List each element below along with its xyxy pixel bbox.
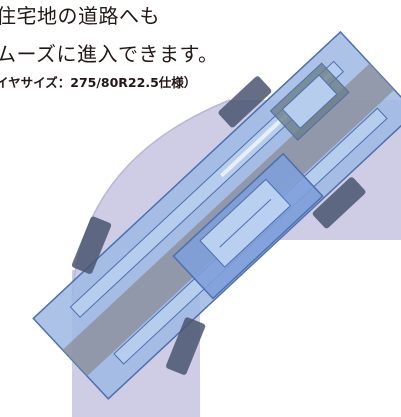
tire-rear-left bbox=[218, 76, 272, 128]
tire-size-note: イヤサイズ：275/80R22.5仕様） bbox=[0, 75, 197, 90]
caption-line-1: 住宅地の道路へも bbox=[0, 4, 160, 28]
rear-box-inner bbox=[281, 74, 338, 129]
cab-window-line bbox=[219, 198, 272, 248]
caption-line-2: ムーズに進入できます。 bbox=[0, 42, 219, 66]
tire-front-right bbox=[166, 317, 206, 375]
tire-front-left bbox=[71, 216, 112, 274]
tire-rear-right bbox=[312, 177, 366, 229]
truck-top-view-illustration bbox=[32, 30, 401, 400]
